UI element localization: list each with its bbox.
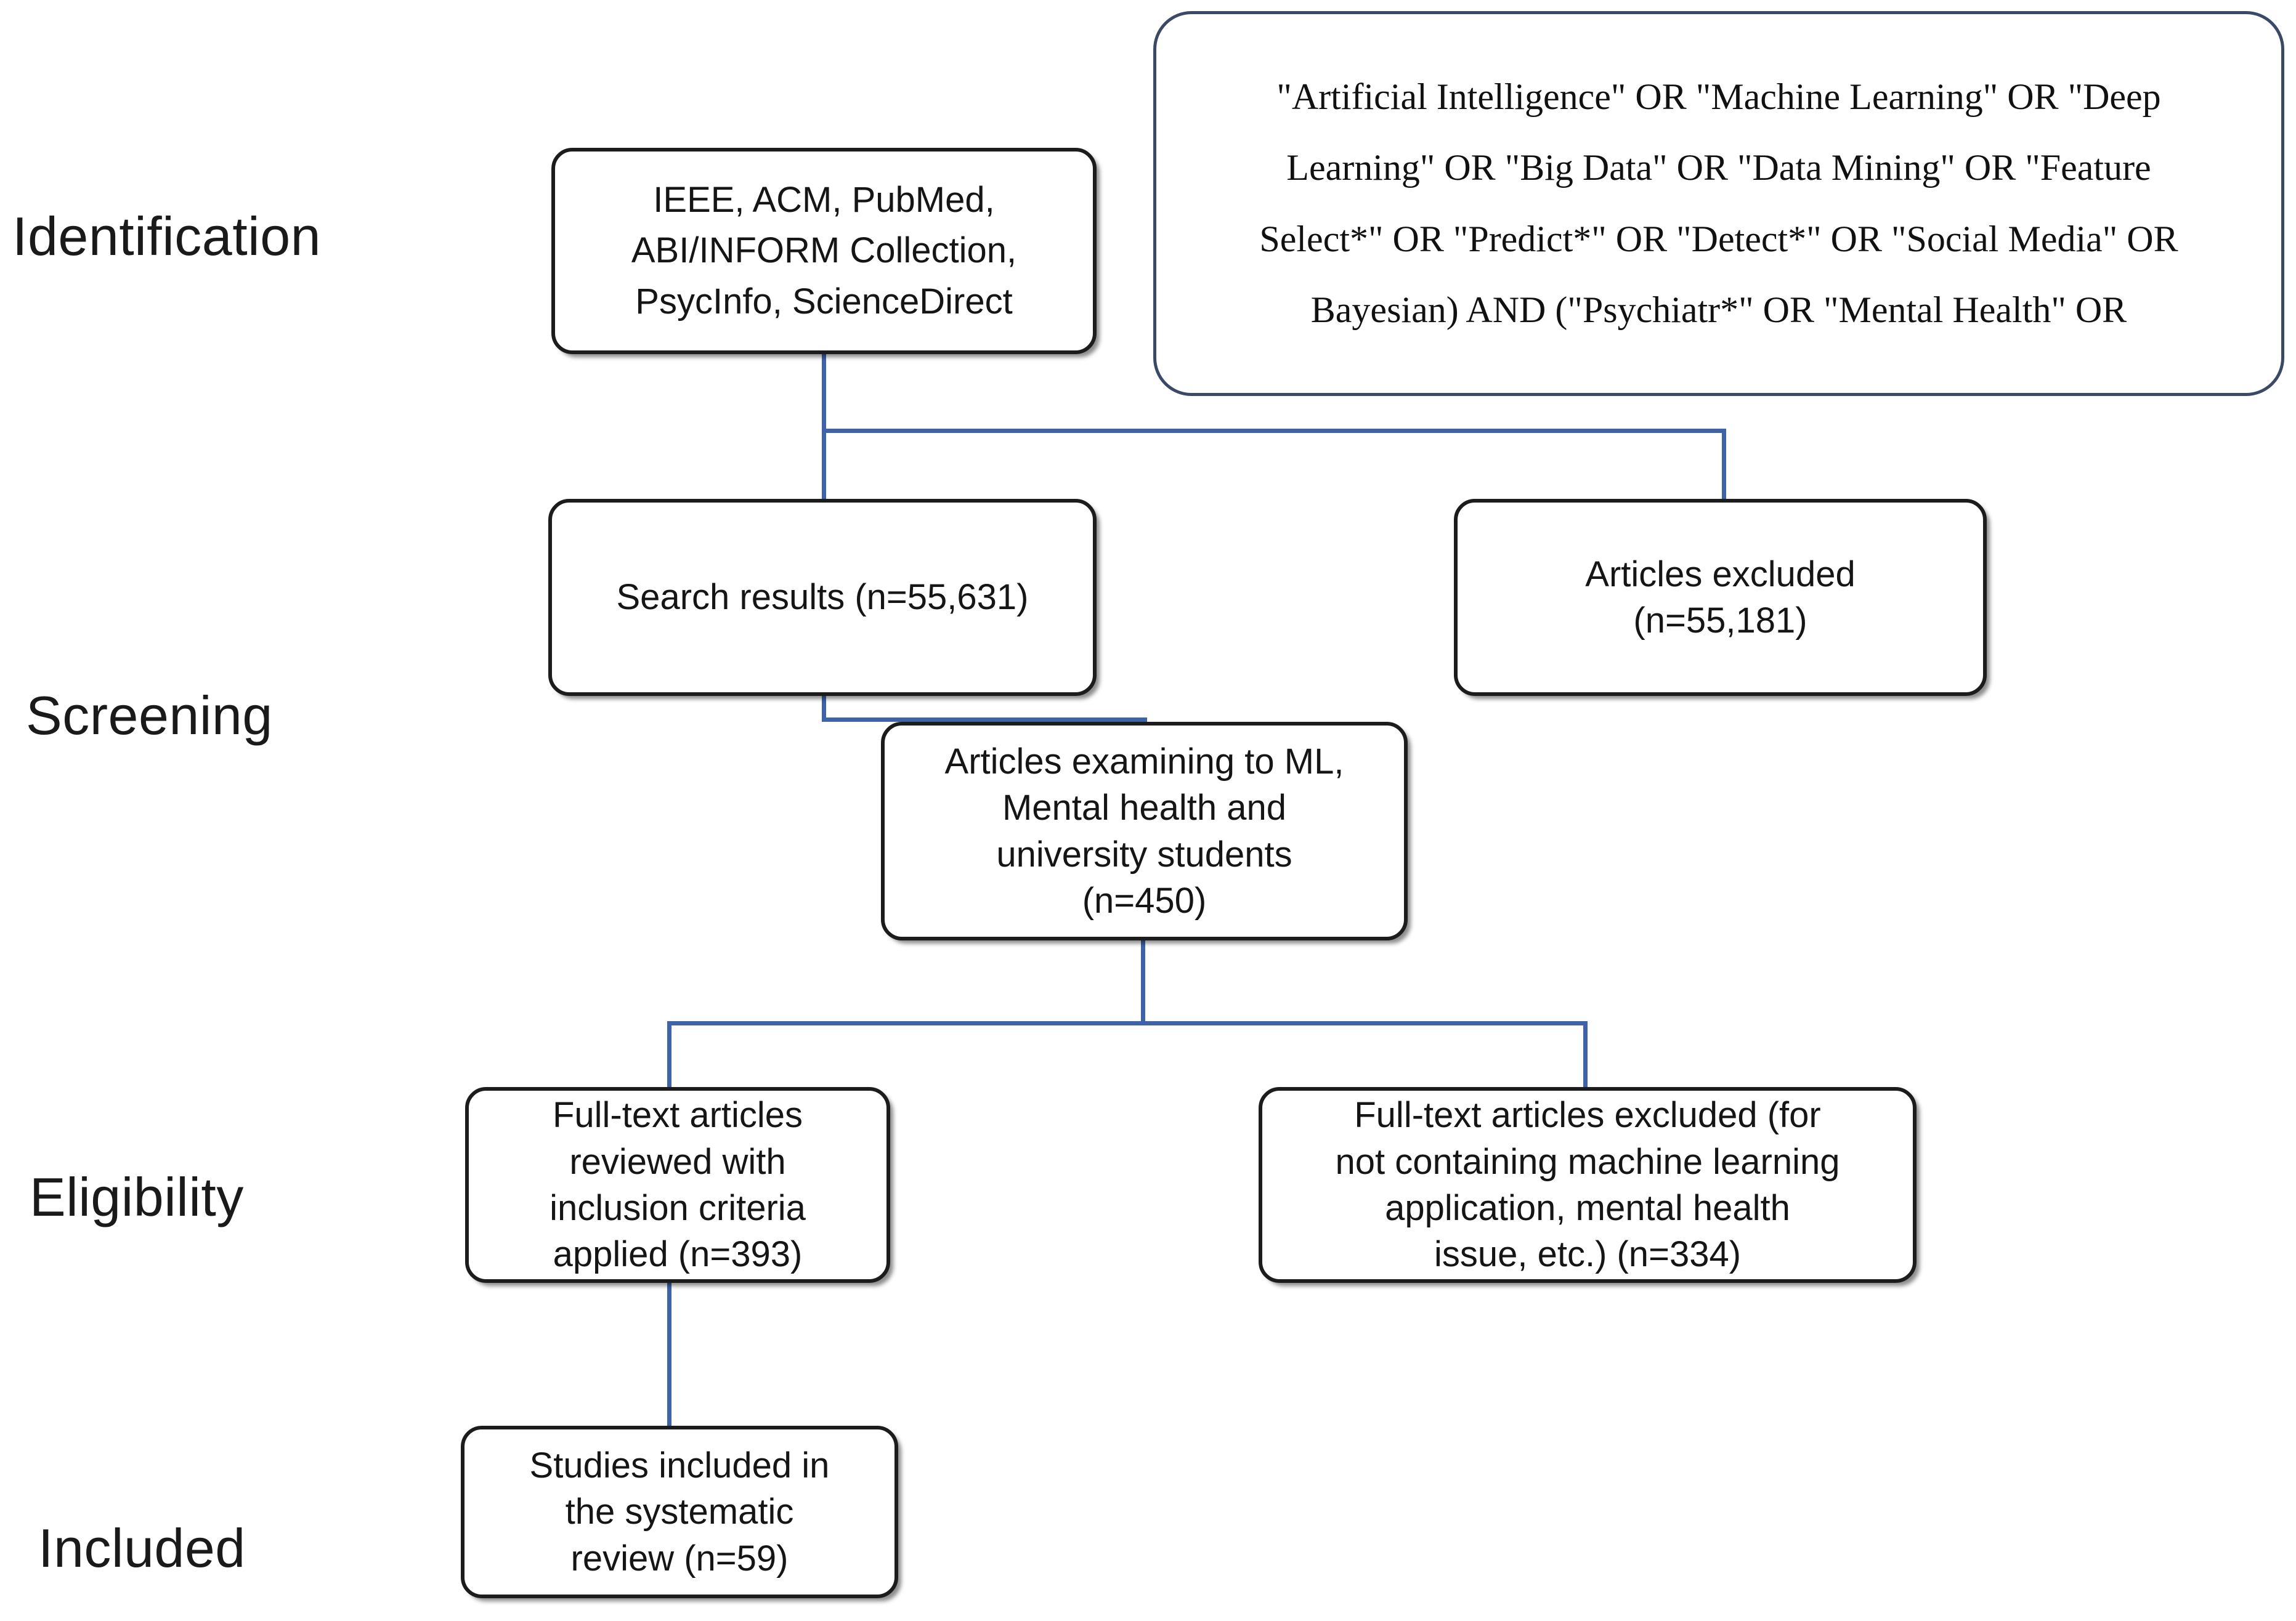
connector-search-results-down	[822, 692, 826, 722]
node-search-query-text: "Artificial Intelligence" OR "Machine Le…	[1259, 76, 2178, 330]
node-source-databases[interactable]: IEEE, ACM, PubMed, ABI/INFORM Collection…	[551, 148, 1097, 354]
connector-sources-to-split	[822, 352, 826, 432]
node-studies-included[interactable]: Studies included in the systematic revie…	[461, 1426, 898, 1598]
connector-eligibility-bus	[667, 1021, 1587, 1025]
connector-search-results-to-examining	[822, 718, 1147, 722]
connector-bus-to-search-results	[822, 429, 826, 503]
stage-label-included: Included	[38, 1518, 246, 1579]
node-search-results-text: Search results (n=55,631)	[616, 577, 1029, 618]
node-search-query[interactable]: "Artificial Intelligence" OR "Machine Le…	[1153, 11, 2284, 396]
connector-bus-to-fulltext-reviewed	[667, 1021, 671, 1089]
node-fulltext-reviewed-text: Full-text articles reviewed with inclusi…	[550, 1095, 806, 1275]
node-source-databases-text: IEEE, ACM, PubMed, ABI/INFORM Collection…	[631, 179, 1017, 321]
connector-identification-bus	[822, 429, 1726, 433]
stage-label-screening: Screening	[26, 685, 273, 746]
connector-reviewed-to-included	[667, 1280, 671, 1428]
node-articles-excluded-text: Articles excluded (n=55,181)	[1585, 554, 1856, 641]
node-articles-excluded[interactable]: Articles excluded (n=55,181)	[1454, 499, 1987, 696]
node-articles-examining-text: Articles examining to ML, Mental health …	[944, 741, 1344, 921]
stage-label-eligibility: Eligibility	[30, 1166, 244, 1227]
connector-bus-to-articles-excluded	[1722, 429, 1726, 503]
node-fulltext-excluded[interactable]: Full-text articles excluded (for not con…	[1259, 1087, 1917, 1283]
node-fulltext-reviewed[interactable]: Full-text articles reviewed with inclusi…	[465, 1087, 890, 1283]
connector-bus-to-fulltext-excluded	[1583, 1021, 1588, 1089]
node-articles-examining[interactable]: Articles examining to ML, Mental health …	[881, 722, 1408, 940]
connector-examining-to-split	[1141, 937, 1145, 1025]
node-studies-included-text: Studies included in the systematic revie…	[529, 1445, 830, 1579]
node-search-results[interactable]: Search results (n=55,631)	[548, 499, 1097, 696]
stage-label-identification: Identification	[12, 206, 322, 267]
node-fulltext-excluded-text: Full-text articles excluded (for not con…	[1335, 1095, 1840, 1275]
